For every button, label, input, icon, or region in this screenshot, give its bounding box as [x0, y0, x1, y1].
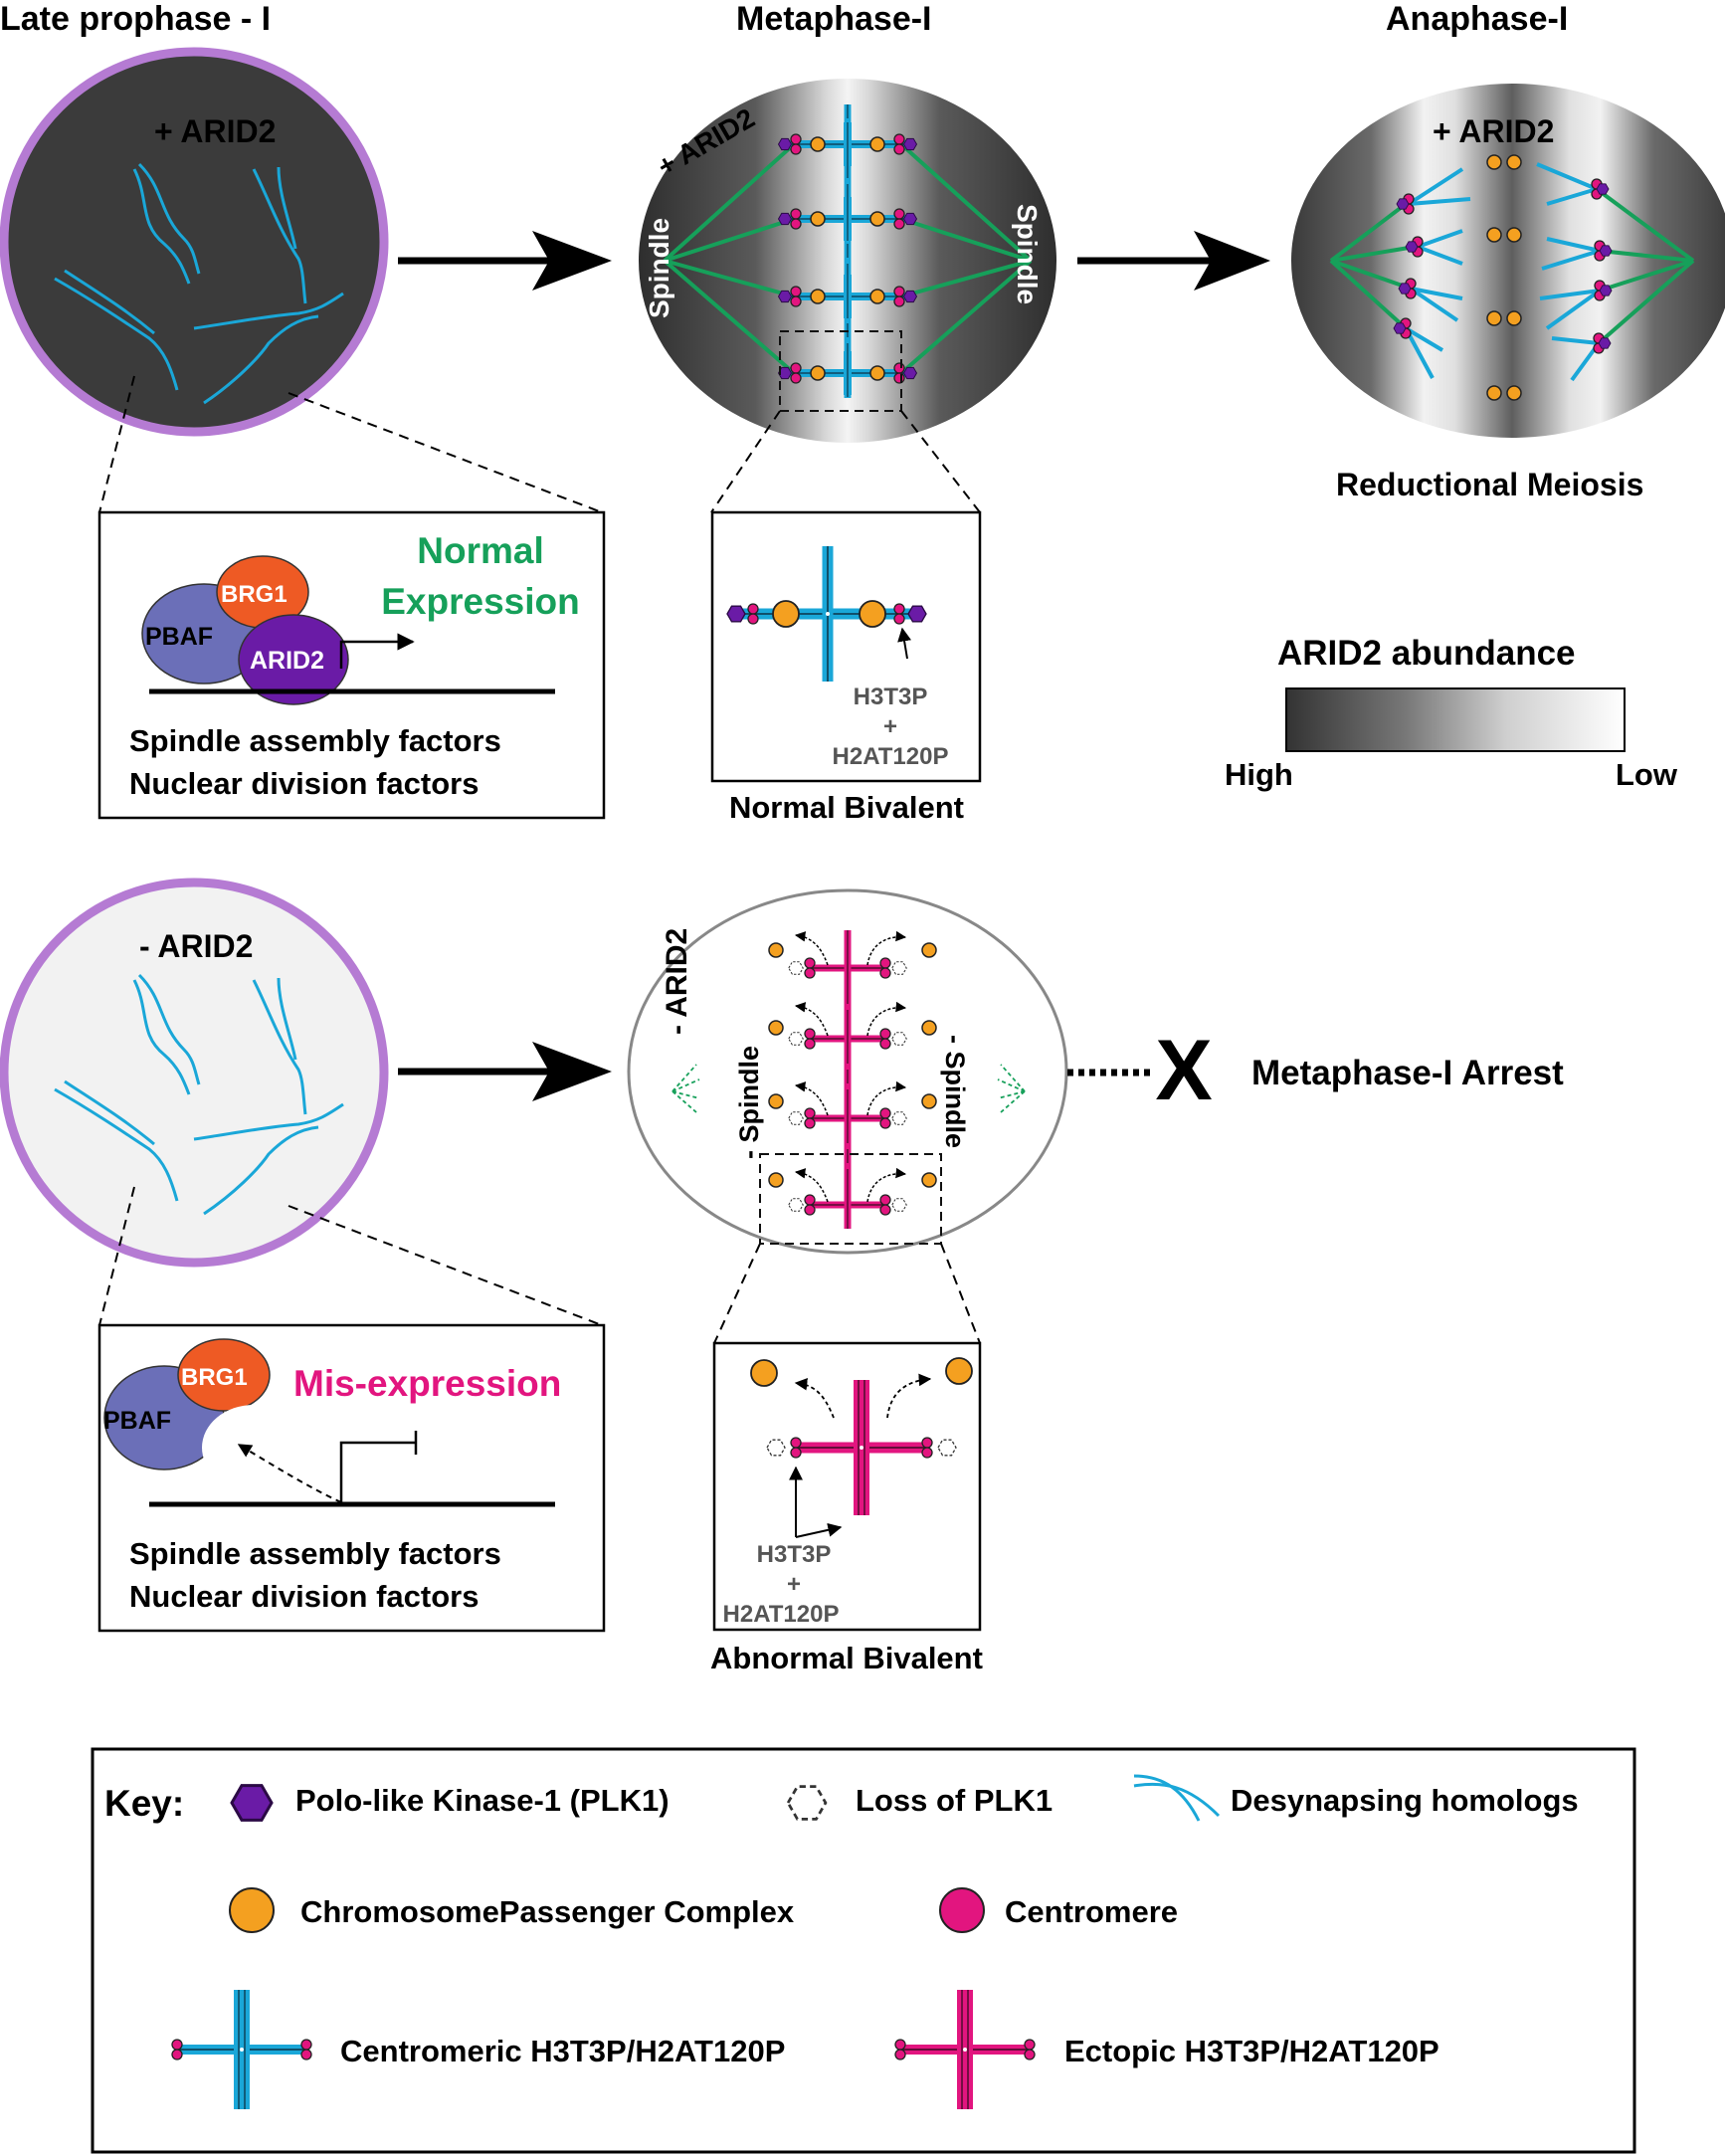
- arid2-label: ARID2: [250, 647, 324, 675]
- centromeric-cross-icon: [171, 1990, 312, 2109]
- normal-expression-panel: PBAF BRG1 ARID2 Normal Expression Spindl…: [97, 510, 606, 820]
- nucleus-plus-arid2: + ARID2: [0, 47, 389, 437]
- abundance-high: High: [1225, 757, 1293, 792]
- stage-title-anaphase: Anaphase-I: [1386, 0, 1568, 38]
- stage-title-metaphase: Metaphase-I: [736, 0, 932, 38]
- stage-title-late-prophase: Late prophase - I: [0, 0, 271, 38]
- plk1-icon: [230, 1784, 274, 1822]
- anaphase-cell: + ARID2: [1291, 84, 1725, 438]
- abnormal-bivalent-caption: Abnormal Bivalent: [710, 1641, 983, 1675]
- abnormal-mark2: H2AT120P: [723, 1601, 840, 1628]
- metaphase-cell-plus-arid2: + ARID2 Spindle Spindle: [639, 79, 1056, 443]
- abundance-title: ARID2 abundance: [1277, 634, 1576, 673]
- arid2-abundance-scale: ARID2 abundance High Low: [1225, 634, 1678, 792]
- metaphase-arrest-label: Metaphase-I Arrest: [1251, 1054, 1564, 1092]
- arrow-prophase-to-arrest: [398, 1042, 612, 1101]
- desynapsing-homologs-icon: [1133, 1774, 1221, 1822]
- normal-bivalent-caption: Normal Bivalent: [729, 790, 964, 825]
- ectopic-cross-icon: [894, 1990, 1036, 2109]
- arrow-prophase-to-metaphase: [398, 231, 612, 291]
- key-panel: Key: Polo-like Kinase-1 (PLK1) Loss of P…: [91, 1747, 1636, 2154]
- minus-arid2-metaphase-label: - ARID2: [661, 928, 693, 1035]
- arrest-x-mark: X: [1155, 1023, 1212, 1118]
- zoom-lines-prophase-bottom: [98, 1186, 603, 1326]
- zoom-lines-arrest: [713, 1243, 981, 1344]
- cpc-dissociation: [768, 930, 937, 1203]
- key-centromeric: Centromeric H3T3P/H2AT120P: [340, 2034, 785, 2068]
- normal-mark2: H2AT120P: [833, 743, 949, 770]
- spindle-assembly-factors-normal: Spindle assembly factors: [129, 723, 501, 758]
- minus-arid2-label: - ARID2: [139, 928, 253, 964]
- zoom-box-normal: [779, 330, 902, 412]
- spindle-fibers: [663, 142, 1033, 375]
- key-desynapsing: Desynapsing homologs: [1231, 1783, 1579, 1818]
- plus-arid2-anaphase-label: + ARID2: [1433, 113, 1554, 149]
- reductional-meiosis-label: Reductional Meiosis: [1336, 467, 1643, 502]
- nuclear-division-factors-normal: Nuclear division factors: [129, 766, 479, 801]
- mis-expression-title: Mis-expression: [293, 1363, 561, 1404]
- normal-expression-title-1: Normal: [417, 530, 543, 571]
- key-centromere: Centromere: [1005, 1894, 1178, 1929]
- plus-arid2-label: + ARID2: [154, 113, 276, 149]
- normal-bivalent-panel: H3T3P + H2AT120P: [710, 510, 982, 783]
- abundance-low: Low: [1616, 757, 1678, 792]
- spindle-assembly-factors-mis: Spindle assembly factors: [129, 1536, 501, 1571]
- pbaf-label: PBAF: [145, 623, 213, 651]
- zoom-lines-prophase: [98, 375, 603, 513]
- key-cpc: ChromosomePassenger Complex: [300, 1894, 795, 1929]
- mis-expression-panel: PBAF BRG1 Mis-expression Spindle assembl…: [97, 1323, 606, 1633]
- cpc-icon: [229, 1887, 275, 1933]
- normal-plus: +: [883, 713, 897, 740]
- key-loss-plk1: Loss of PLK1: [856, 1783, 1053, 1818]
- zoom-box-abnormal: [759, 1153, 942, 1245]
- minus-spindle-label-left: - Spindle: [734, 1046, 764, 1159]
- normal-mark1: H3T3P: [854, 684, 928, 710]
- nuclear-division-factors-mis: Nuclear division factors: [129, 1579, 479, 1614]
- key-ectopic: Ectopic H3T3P/H2AT120P: [1064, 2034, 1439, 2068]
- key-title: Key:: [104, 1783, 184, 1824]
- key-plk1: Polo-like Kinase-1 (PLK1): [295, 1783, 670, 1818]
- nucleus-minus-arid2: - ARID2: [0, 878, 389, 1268]
- brg1-label-mis: BRG1: [181, 1364, 248, 1391]
- abnormal-mark1: H3T3P: [757, 1541, 832, 1568]
- brg1-label: BRG1: [221, 581, 288, 608]
- arrow-metaphase-to-anaphase: [1077, 231, 1270, 291]
- minus-spindle-label-right: - Spindle: [940, 1035, 970, 1148]
- centromere-icon: [939, 1887, 985, 1933]
- normal-expression-title-2: Expression: [381, 581, 579, 622]
- zoom-lines-metaphase: [710, 410, 981, 513]
- spindle-label-right: Spindle: [1012, 204, 1043, 304]
- abnormal-bivalent-panel: H3T3P + H2AT120P: [712, 1341, 982, 1632]
- spindle-label-left: Spindle: [644, 218, 674, 318]
- abnormal-plus: +: [787, 1571, 801, 1598]
- pbaf-label-mis: PBAF: [103, 1407, 171, 1435]
- metaphase-cell-minus-arid2: - ARID2 - Spindle - Spindle: [627, 888, 1068, 1255]
